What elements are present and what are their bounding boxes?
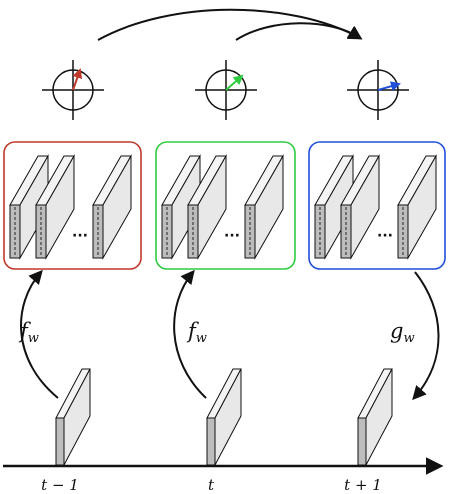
- feature-slab-3: [397, 154, 437, 260]
- slab-group-red: [9, 154, 132, 260]
- input-frame-3: [357, 368, 393, 466]
- input-frame-1: [55, 368, 91, 466]
- feature-box-blue: [308, 141, 446, 270]
- feature-slab-2: [187, 154, 227, 260]
- arrow-fw-left: [20, 269, 59, 399]
- ellipsis-green: ···: [224, 228, 240, 244]
- phase-circle-blue-arrow-icon: [347, 60, 409, 120]
- feature-slab-1: [314, 154, 354, 260]
- feature-box-green: [155, 141, 296, 270]
- arrow-gw-right: [412, 271, 440, 401]
- ellipsis-blue: ···: [377, 228, 393, 244]
- slab-group-green: [161, 154, 284, 260]
- slab-group-blue: [314, 154, 437, 260]
- label-gw-right: gw: [390, 319, 415, 346]
- ellipsis-red: ···: [72, 228, 88, 244]
- time-label-next: t + 1: [344, 476, 382, 494]
- arrow-fw-mid: [173, 269, 207, 399]
- top-arrow-short: [235, 22, 363, 41]
- feature-slab-1: [161, 154, 201, 260]
- feature-slab-1: [9, 154, 49, 260]
- input-frame-2: [206, 368, 242, 466]
- feature-slab-2: [340, 154, 380, 260]
- feature-slab-3: [92, 154, 132, 260]
- phase-circle-red-arrow-icon: [42, 60, 104, 120]
- label-fw-left: fw: [18, 319, 39, 346]
- time-label-prev: t − 1: [41, 476, 79, 494]
- feature-box-red: [3, 141, 142, 270]
- feature-slab-3: [244, 154, 284, 260]
- input-frames: [55, 368, 393, 466]
- feature-slab-2: [35, 154, 75, 260]
- label-fw-mid: fw: [186, 319, 207, 346]
- time-label-curr: t: [208, 476, 215, 494]
- phase-circle-green-arrow-icon: [195, 60, 257, 120]
